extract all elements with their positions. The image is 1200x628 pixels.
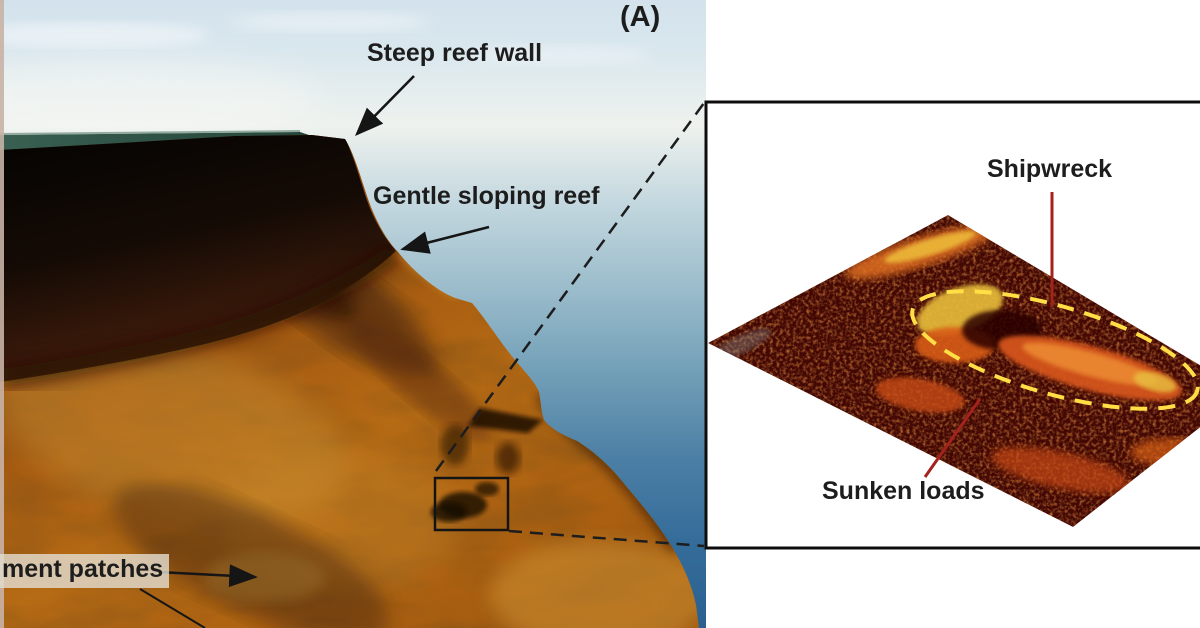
figure-left-edge <box>0 0 4 628</box>
sunken-loads-label: Sunken loads <box>822 477 985 505</box>
clouds <box>0 12 650 140</box>
shipwreck-outline-ellipse <box>910 289 1200 411</box>
gentle-sloping-reef-arrow <box>400 225 490 254</box>
connector-line-top <box>434 102 706 472</box>
steep-reef-wall-label: Steep reef wall <box>367 39 543 67</box>
reef-3d-view <box>0 0 706 628</box>
shipwreck-label: Shipwreck <box>987 155 1113 183</box>
sediment-patches-label: ment patches <box>0 554 170 588</box>
reef-terrain <box>0 135 699 628</box>
inset-connector-lines <box>434 102 706 548</box>
steep-reef-wall-arrow <box>354 75 415 137</box>
sediment-patches-arrow <box>157 564 258 588</box>
panel-letter: (A) <box>620 1 661 33</box>
roi-rectangle <box>433 476 510 532</box>
annotation-arrows <box>139 75 490 628</box>
sunken-loads-leader-line <box>923 398 982 478</box>
connector-line-bottom <box>508 529 705 548</box>
inset-leader-lines <box>923 192 1054 478</box>
sediment-patches-leader-line <box>139 588 206 628</box>
reef-plateau <box>0 135 396 382</box>
gentle-sloping-reef-label: Gentle sloping reef <box>373 182 600 210</box>
